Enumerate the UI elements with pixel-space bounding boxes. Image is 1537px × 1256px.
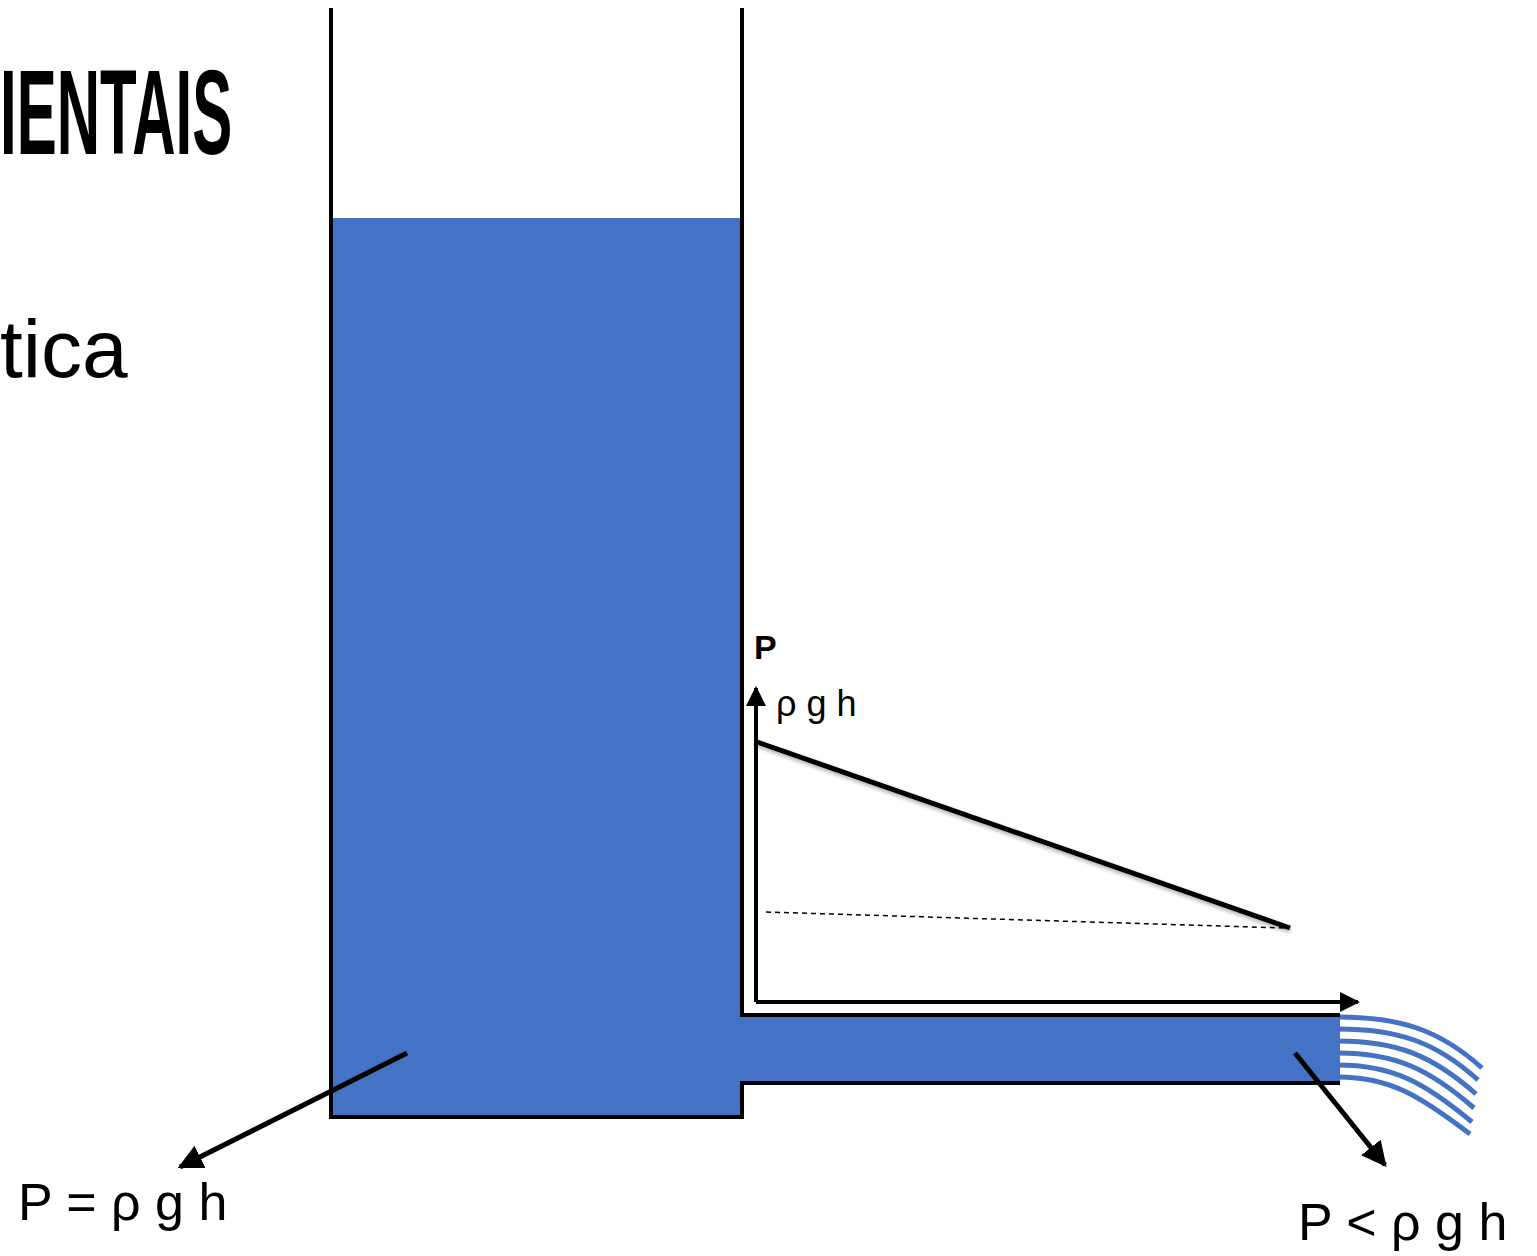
pressure-label: P < ρ g h [1298,1196,1507,1248]
axis-label: P [754,630,777,664]
leader-arrow [1295,1053,1385,1165]
leader-arrow [180,1053,407,1167]
tank-walls [331,8,1340,1117]
pressure-label: P = ρ g h [18,1176,227,1228]
water-jet [1338,1017,1482,1134]
reference-dashed-line [766,912,1285,928]
heading-fragment: IENTAIS [0,52,232,172]
pipe-water [740,1015,1340,1083]
subheading-fragment: tica [0,308,128,390]
pressure-axes [756,688,1358,1002]
pressure-line [757,742,1290,928]
tank-water [332,218,742,1116]
axis-value-label: ρ g h [776,686,857,722]
